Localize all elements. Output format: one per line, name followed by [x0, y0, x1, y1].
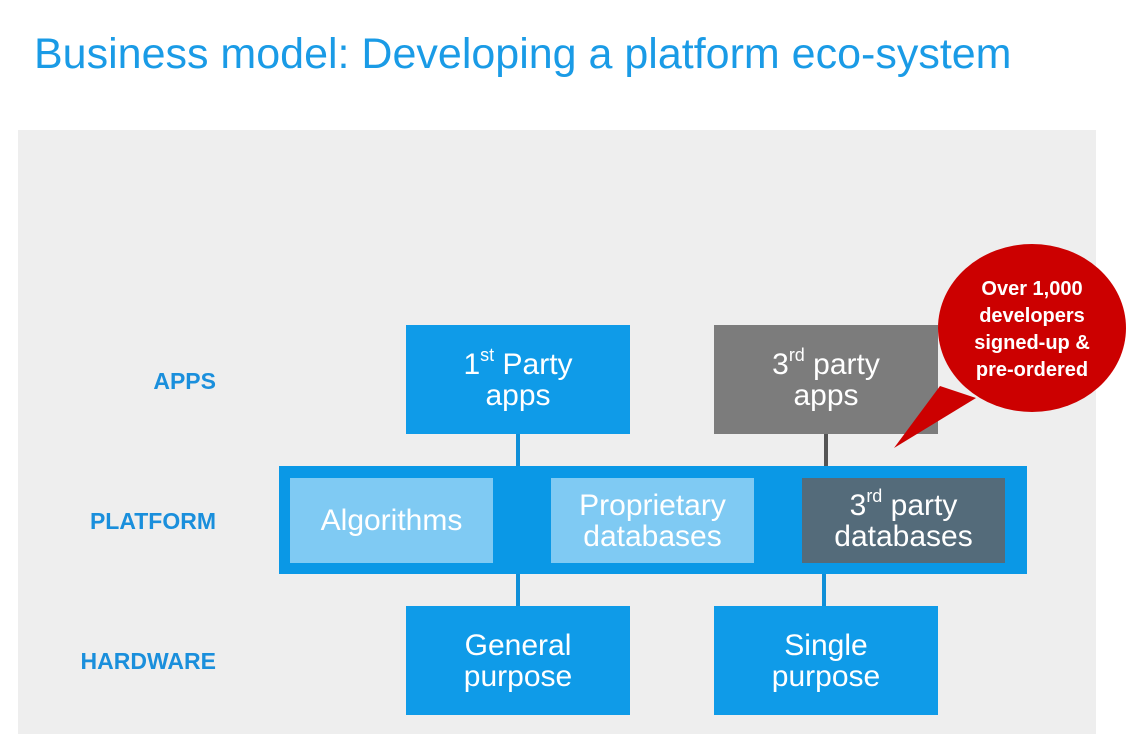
callout-tail — [894, 386, 976, 448]
algorithms-label: Algorithms — [320, 504, 463, 537]
proprietary-line1: Proprietary — [579, 488, 726, 522]
row-label-apps: APPS — [153, 368, 216, 394]
callout-line-1: Over 1,000 — [981, 278, 1083, 300]
third-party-db-label: party — [882, 488, 958, 522]
single-line1: Single — [784, 628, 868, 662]
proprietary-line2: databases — [583, 519, 722, 553]
callout-line-3: signed-up & — [974, 332, 1090, 354]
first-party-sup: st — [480, 344, 495, 365]
first-party-line2: apps — [485, 378, 551, 412]
callout-bubble — [894, 244, 1126, 448]
single-purpose-box: Single purpose — [714, 606, 938, 715]
general-line1: General — [464, 628, 572, 662]
callout-line-2: developers — [979, 305, 1085, 327]
third-party-databases-box: 3rd party databases — [802, 478, 1005, 563]
third-party-line2: apps — [793, 378, 859, 412]
row-label-platform: PLATFORM — [89, 508, 216, 534]
third-party-apps-box: 3rd party apps — [714, 325, 938, 434]
algorithms-box: Algorithms — [290, 478, 493, 563]
callout-text: Over 1,000 developers signed-up & pre-or… — [952, 276, 1112, 384]
third-party-db-line2: databases — [834, 519, 973, 553]
first-party-num: 1 — [463, 347, 481, 381]
third-party-db-num: 3 — [849, 488, 867, 522]
proprietary-databases-box: Proprietary databases — [551, 478, 754, 563]
general-line2: purpose — [463, 659, 573, 693]
third-party-db-sup: rd — [866, 485, 883, 506]
general-purpose-box: General purpose — [406, 606, 630, 715]
third-party-label: party — [804, 347, 880, 381]
third-party-sup: rd — [788, 344, 805, 365]
slide-title: Business model: Developing a platform ec… — [34, 30, 1012, 78]
first-party-apps-box: 1st Party apps — [406, 325, 630, 434]
first-party-label: Party — [494, 347, 573, 381]
connector-first-party-apps — [516, 434, 520, 466]
single-line2: purpose — [771, 659, 881, 693]
callout-line-4: pre-ordered — [975, 359, 1089, 381]
third-party-num: 3 — [772, 347, 789, 381]
connector-general-purpose — [516, 574, 520, 606]
row-label-hardware: HARDWARE — [80, 648, 216, 674]
connector-third-party-apps — [824, 434, 828, 466]
callout-ellipse — [938, 244, 1126, 412]
connector-single-purpose — [822, 574, 826, 606]
